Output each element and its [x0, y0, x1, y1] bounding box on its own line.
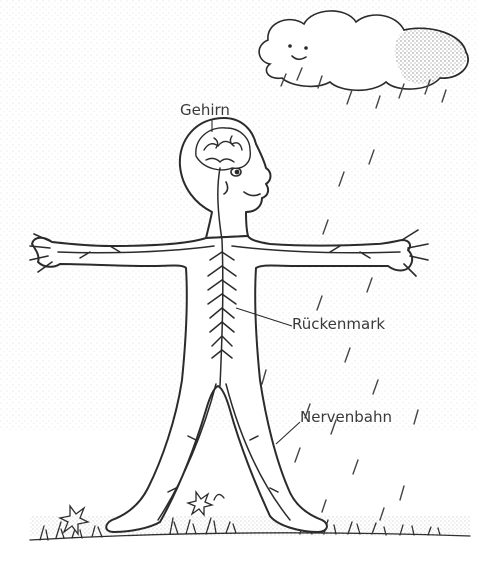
label-spinal-cord: Rückenmark [292, 317, 385, 332]
grass-stipple [30, 516, 470, 536]
label-nerve-pathway: Nervenbahn [300, 410, 392, 425]
label-brain: Gehirn [180, 103, 230, 118]
brain [196, 128, 250, 170]
